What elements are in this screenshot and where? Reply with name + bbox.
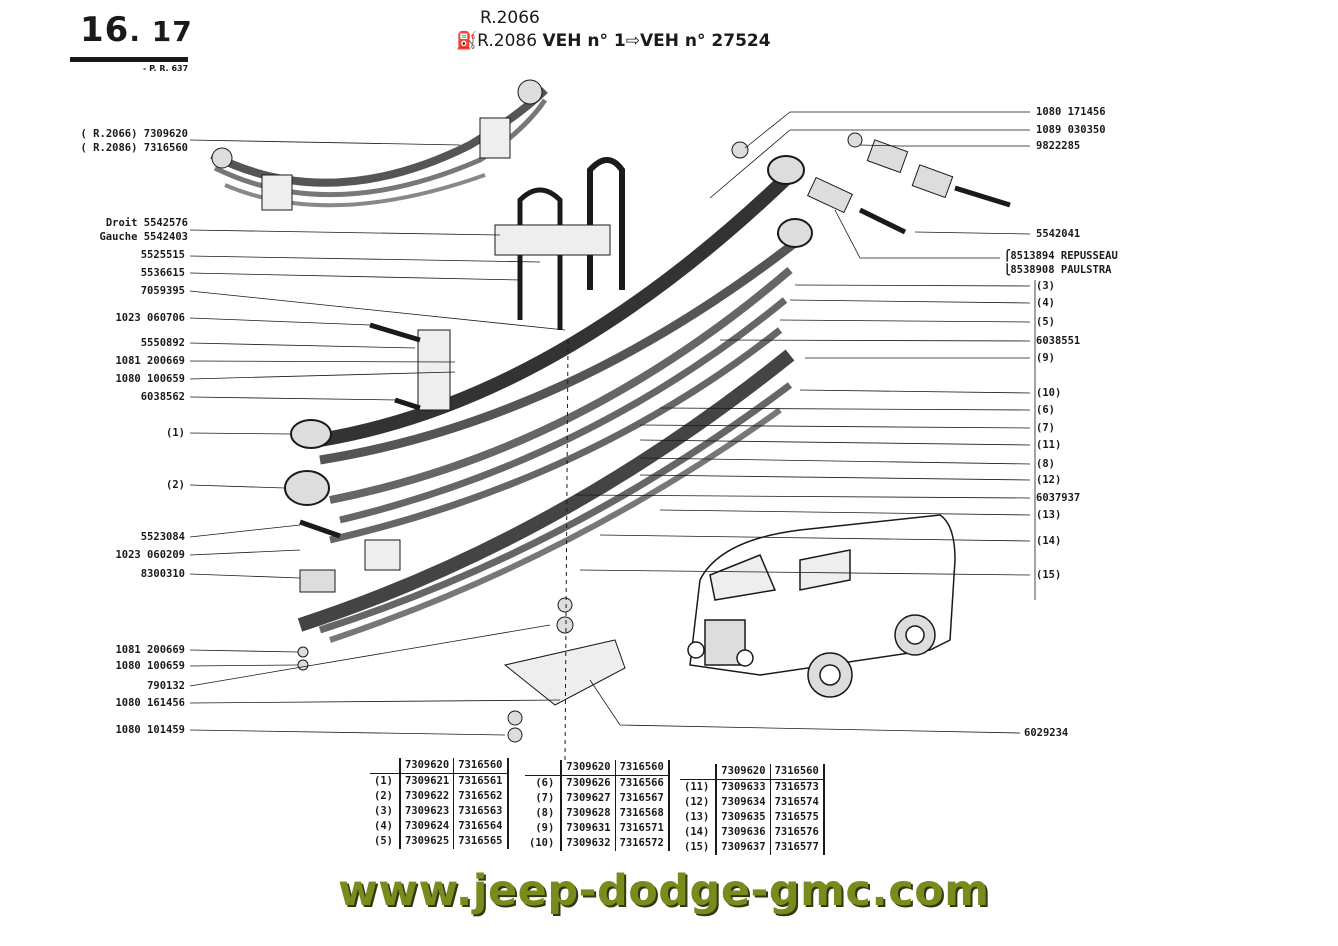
spring-assembly-thumbnail (210, 79, 548, 211)
leader-lines (189, 111, 1036, 736)
label-13: (13) (1036, 509, 1062, 521)
label-1081-200669-a: 1081 200669 (115, 355, 185, 367)
page-ref: - P. R. 637 (143, 64, 189, 73)
label-2: (2) (166, 479, 185, 491)
u-bolt-bracket (494, 157, 625, 330)
label-gauche: Gauche 5542403 (99, 231, 188, 243)
label-r2066: ( R.2066) 7309620 (80, 128, 188, 140)
label-1080-161456: 1080 161456 (115, 697, 185, 709)
label-5523084: 5523084 (140, 531, 185, 543)
label-3: (3) (1036, 280, 1055, 292)
label-5536615: 5536615 (140, 267, 185, 279)
label-1080-171456: 1080 171456 (1036, 106, 1106, 118)
label-1080-100659-b: 1080 100659 (115, 660, 185, 672)
label-droit: Droit 5542576 (105, 217, 188, 229)
label-8300310: 8300310 (140, 568, 185, 580)
label-1081-200669-b: 1081 200669 (115, 644, 185, 656)
page-number: 16. 17 (80, 10, 193, 50)
label-14: (14) (1036, 535, 1062, 547)
main-leaf-spring (284, 155, 813, 643)
label-1080-100659-a: 1080 100659 (115, 373, 185, 385)
label-1023-060706: 1023 060706 (115, 312, 185, 324)
label-bracket-8538908: ⎩8538908 PAULSTRA (1004, 264, 1112, 276)
header-line-1: R.2066 (480, 8, 540, 28)
arrow-icon: ⇨ (625, 31, 640, 51)
shackle-parts (731, 132, 1011, 235)
label-8: (8) (1036, 458, 1055, 470)
label-1080-101459: 1080 101459 (115, 724, 185, 736)
label-bracket-8513894: ⎧8513894 REPUSSEAU (1004, 250, 1118, 262)
mount-block (299, 569, 336, 593)
label-5525515: 5525515 (140, 249, 185, 261)
label-15: (15) (1036, 569, 1062, 581)
label-5542041: 5542041 (1036, 228, 1081, 240)
label-1023-060209: 1023 060209 (115, 549, 185, 561)
label-6038562: 6038562 (140, 391, 185, 403)
page-number-underline (70, 57, 188, 62)
label-5: (5) (1036, 316, 1055, 328)
label-6038551: 6038551 (1036, 335, 1081, 347)
clamp (417, 329, 451, 411)
label-4: (4) (1036, 297, 1055, 309)
label-9: (9) (1036, 352, 1055, 364)
label-6: (6) (1036, 404, 1055, 416)
label-790132: 790132 (147, 680, 185, 692)
lubrication-icon: ⛽ (456, 31, 478, 51)
label-1: (1) (166, 427, 185, 439)
label-5550892: 5550892 (140, 337, 185, 349)
header-line-2: ⛽R.2086 VEH n° 1⇨VEH n° 27524 (456, 31, 771, 51)
label-1089-030350: 1089 030350 (1036, 124, 1106, 136)
label-7: (7) (1036, 422, 1055, 434)
label-6029234: 6029234 (1024, 727, 1069, 739)
label-11: (11) (1036, 439, 1062, 451)
label-r2086: ( R.2086) 7316560 (80, 142, 188, 154)
label-7059395: 7059395 (140, 285, 185, 297)
label-10: (10) (1036, 387, 1062, 399)
label-12: (12) (1036, 474, 1062, 486)
spring-seat-plate (503, 639, 626, 706)
label-9822285: 9822285 (1036, 140, 1081, 152)
label-6037937: 6037937 (1036, 492, 1081, 504)
van-illustration (687, 514, 956, 698)
watermark-url: www.jeep-dodge-gmc.com (338, 866, 990, 916)
